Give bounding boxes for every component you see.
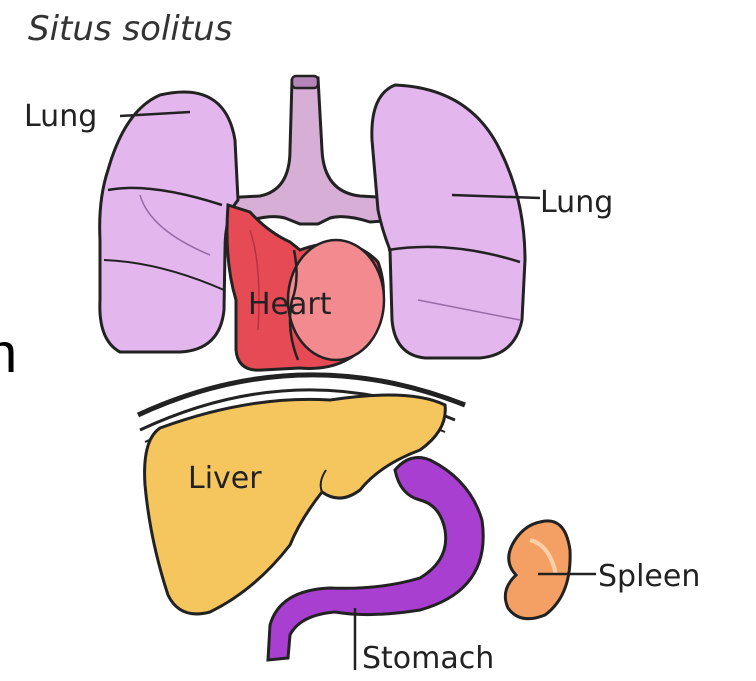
lung-right-label: Lung (24, 99, 97, 134)
liver (145, 395, 446, 614)
diagram-title: Situs solitus (28, 9, 232, 49)
heart-label: Heart (248, 287, 332, 322)
lung-left-label: Lung (540, 185, 613, 220)
spleen (505, 521, 570, 619)
trachea-top (292, 76, 318, 88)
spleen-label: Spleen (598, 559, 700, 594)
stomach-label: Stomach (362, 641, 494, 676)
left-lung (372, 85, 525, 358)
trachea (222, 78, 396, 224)
edge-glyph: n (0, 321, 17, 384)
liver-label: Liver (188, 461, 262, 496)
right-lung (100, 92, 238, 352)
